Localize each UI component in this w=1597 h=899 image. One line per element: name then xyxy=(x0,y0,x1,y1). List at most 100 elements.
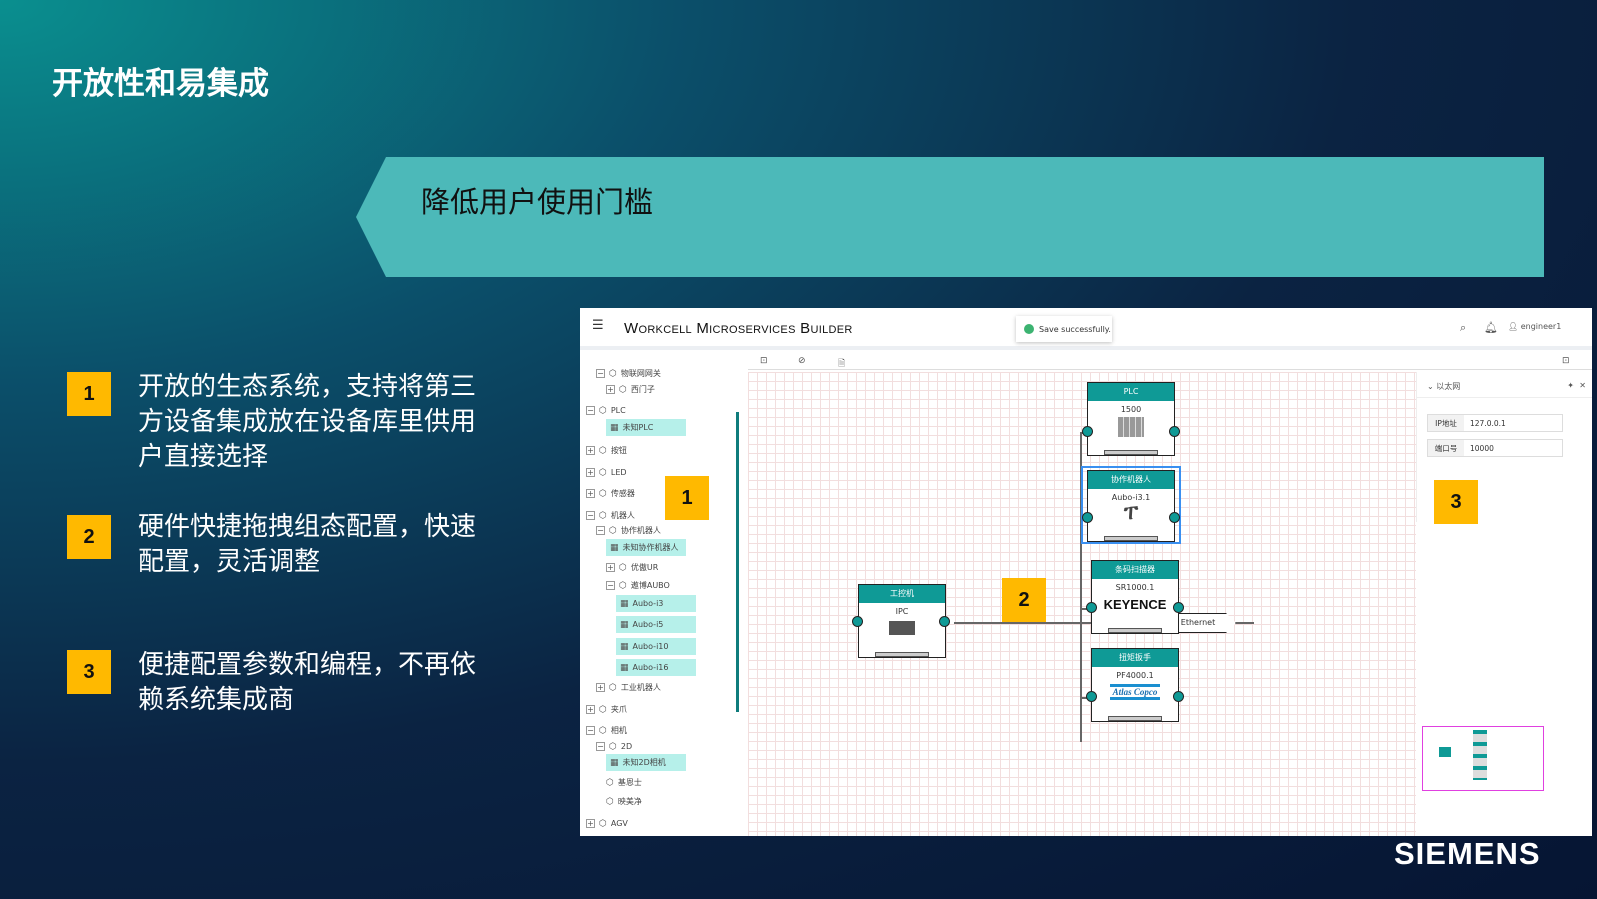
collapse-icon[interactable]: − xyxy=(586,726,595,735)
collapse-icon[interactable]: − xyxy=(586,511,595,520)
folder-cube-icon: ⬡ xyxy=(609,368,617,379)
collapse-icon[interactable]: − xyxy=(596,526,605,535)
port[interactable] xyxy=(1086,602,1097,613)
banner: 降低用户使用门槛 xyxy=(356,157,1544,277)
tree-item-label: Aubo-i10 xyxy=(632,642,669,651)
tree-item[interactable]: −⬡相机 xyxy=(586,722,627,739)
ethernet-node[interactable]: Ethernet xyxy=(1160,613,1236,633)
tree-item[interactable]: +⬡AGV xyxy=(586,815,628,832)
tree-item[interactable]: −⬡PLC xyxy=(586,402,626,419)
tree-item[interactable]: −⬡物联网网关 xyxy=(596,365,661,382)
panel-toggle-icon[interactable]: ⊡ xyxy=(1562,356,1570,366)
field-value[interactable]: 10000 xyxy=(1470,443,1494,453)
tree-item[interactable]: + ⬡工业机器人 xyxy=(596,679,661,696)
tree-item[interactable]: ▦Aubo-i10 xyxy=(616,638,696,655)
tree-item[interactable]: +⬡夹爪 xyxy=(586,701,627,718)
folder-cube-icon: ⬡ xyxy=(609,682,617,693)
tree-item[interactable]: ▦Aubo-i3 xyxy=(616,595,696,612)
pin-icon[interactable]: ✦ xyxy=(1567,381,1574,390)
tree-item-label: 按钮 xyxy=(610,446,627,455)
siemens-logo: SIEMENS xyxy=(1394,836,1541,871)
plc-node[interactable]: PLC 1500 xyxy=(1087,382,1175,456)
bell-icon[interactable]: 🔔︎ xyxy=(1484,321,1498,334)
collapse-icon[interactable]: − xyxy=(606,581,615,590)
tree-item-label: 遨博AUBO xyxy=(630,581,670,590)
collapse-icon[interactable]: − xyxy=(596,742,605,751)
tree-item[interactable]: ▦未知PLC xyxy=(606,419,686,436)
tree-item[interactable]: ▦未知协作机器人 xyxy=(606,539,686,556)
node-model: PF4000.1 xyxy=(1116,671,1154,680)
expand-icon[interactable]: + xyxy=(586,705,595,714)
port[interactable] xyxy=(1082,512,1093,523)
tree-item[interactable]: −⬡遨博AUBO xyxy=(606,577,670,594)
tree-item[interactable]: −⬡2D xyxy=(596,738,632,755)
close-icon[interactable]: ✕ xyxy=(1579,381,1586,390)
tree-item[interactable]: ⬡基恩士 xyxy=(606,774,642,791)
tree-item-label: 未知PLC xyxy=(622,423,654,432)
tree-item[interactable]: +⬡西门子 xyxy=(606,381,655,398)
expand-icon[interactable]: + xyxy=(596,683,605,692)
expand-icon[interactable]: + xyxy=(586,489,595,498)
menu-icon[interactable]: ☰ xyxy=(592,318,604,333)
tree-item-label: 工业机器人 xyxy=(620,683,661,692)
scanner-node[interactable]: 条码扫描器 SR1000.1 KEYENCE xyxy=(1091,560,1179,634)
collapse-icon[interactable]: − xyxy=(596,369,605,378)
port[interactable] xyxy=(852,616,863,627)
port[interactable] xyxy=(1086,691,1097,702)
tree-item[interactable]: ⬡映美净 xyxy=(606,793,642,810)
slide-title: 开放性和易集成 xyxy=(52,66,269,102)
port[interactable] xyxy=(1169,426,1180,437)
user-menu[interactable]: 👤︎ engineer1 xyxy=(1508,322,1562,331)
port[interactable] xyxy=(1169,512,1180,523)
robot-node[interactable]: 协作机器人 Aubo-i3.1 ፐ xyxy=(1087,470,1175,542)
tree-item-label: 机器人 xyxy=(610,511,635,520)
expand-icon[interactable]: + xyxy=(606,563,615,572)
tree-item[interactable]: +⬡优傲UR xyxy=(606,559,658,576)
tree-scrollbar[interactable] xyxy=(736,412,739,712)
folder-cube-icon: ⬡ xyxy=(599,467,607,478)
wrench-node[interactable]: 扭矩扳手 PF4000.1 Atlas Copco xyxy=(1091,648,1179,722)
minimap[interactable] xyxy=(1422,726,1544,791)
tree-item[interactable]: ▦未知2D相机 xyxy=(606,754,686,771)
tree-item-label: 优傲UR xyxy=(630,563,659,572)
ipc-node[interactable]: 工控机 IPC xyxy=(858,584,946,658)
expand-icon[interactable]: + xyxy=(586,819,595,828)
tree-item[interactable]: +⬡LED xyxy=(586,464,627,481)
tree-item-label: 传感器 xyxy=(610,489,635,498)
tree-item[interactable]: +⬡传感器 xyxy=(586,485,635,502)
callout-2: 2 xyxy=(1002,578,1046,622)
expand-icon[interactable]: + xyxy=(586,468,595,477)
tree-item-label: 映美净 xyxy=(617,797,642,806)
tree-item[interactable]: +⬡按钮 xyxy=(586,442,627,459)
save-icon[interactable]: 🗎︎ xyxy=(838,359,846,369)
node-model: Aubo-i3.1 xyxy=(1111,493,1151,502)
user-name: engineer1 xyxy=(1520,322,1562,331)
tree-item[interactable]: −⬡机器人 xyxy=(586,507,635,524)
port[interactable] xyxy=(1173,691,1184,702)
port[interactable] xyxy=(939,616,950,627)
port[interactable] xyxy=(1173,602,1184,613)
hide-icon[interactable]: ⊘ xyxy=(798,356,806,366)
fit-icon[interactable]: ⊡ xyxy=(760,356,768,366)
expand-icon[interactable]: + xyxy=(586,446,595,455)
tree-item-label: Aubo-i3 xyxy=(632,599,664,608)
tree-item-label: 未知2D相机 xyxy=(622,758,666,767)
device-icon: ▦ xyxy=(620,641,629,652)
port[interactable] xyxy=(1082,426,1093,437)
field-value[interactable]: 127.0.0.1 xyxy=(1470,418,1506,428)
tree-item[interactable]: ▦Aubo-i5 xyxy=(616,616,696,633)
search-icon[interactable]: ⌕ xyxy=(1460,321,1467,334)
tree-item[interactable]: ▦Aubo-i16 xyxy=(616,659,696,676)
point-text-2: 硬件快捷拖拽组态配置，快速配置，灵活调整 xyxy=(138,512,477,577)
canvas-toolbar: ⊡ ⊘ 🗎︎ ⊡ xyxy=(748,354,1592,370)
expand-icon[interactable]: + xyxy=(606,385,615,394)
point-badge-1: 1 xyxy=(67,372,111,416)
tree-item[interactable]: −⬡协作机器人 xyxy=(596,522,661,539)
folder-cube-icon: ⬡ xyxy=(606,796,614,807)
folder-cube-icon: ⬡ xyxy=(609,525,617,536)
collapse-icon[interactable]: − xyxy=(586,406,595,415)
plc-icon xyxy=(1118,417,1144,437)
diagram-canvas[interactable]: Ethernet 工控机 IPC PLC 1500 协作机器人 Aubo-i3.… xyxy=(748,372,1416,836)
